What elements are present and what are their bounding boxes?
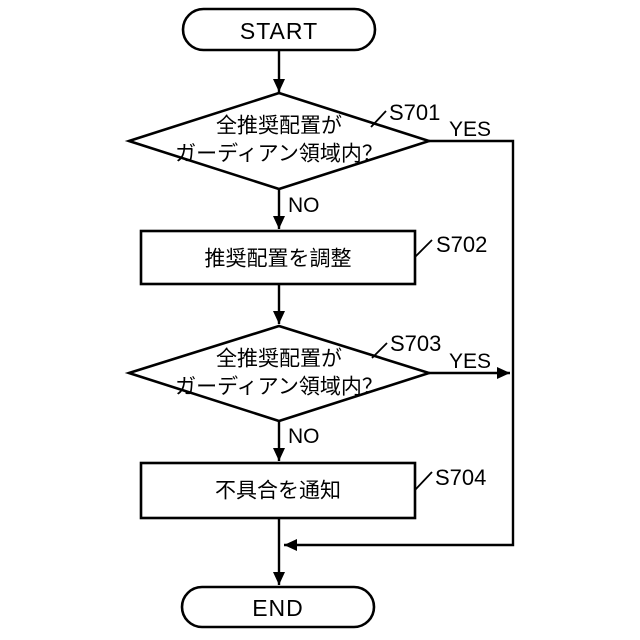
s703-leader-line [371,342,388,359]
decision-s703 [124,324,434,423]
s703-yes-label: YES [449,350,491,373]
s703-no-label: NO [288,425,320,448]
edge-s701-yes-to-merge [284,139,515,551]
end-node-label: END [252,595,304,621]
s704-step-label: S704 [435,465,486,490]
process-s704 [139,461,417,520]
s703-step-label: S703 [390,331,441,356]
s701-leader-line [370,110,387,128]
process-s702-label: 推奨配置を調整 [205,248,352,271]
decision-s703-text-line1: 全推奨配置が [216,348,342,371]
s702-leader-line [414,239,433,258]
decision-s701-text-line2: ガーディアン領域内？ [175,143,383,166]
s701-no-label: NO [288,194,320,217]
s701-step-label: S701 [389,100,440,125]
end-node [180,585,376,629]
s702-step-label: S702 [436,232,487,257]
decision-s701-text-line1: 全推奨配置が [216,115,342,138]
decision-s701 [124,91,434,191]
process-s704-label: 不具合を通知 [215,480,341,503]
decision-s703-text-line2: ガーディアン領域内？ [175,376,383,399]
s704-leader-line [414,471,433,491]
start-node [181,7,377,52]
process-s702 [139,229,417,286]
start-node-label: START [240,18,318,44]
s701-yes-label: YES [449,118,491,141]
